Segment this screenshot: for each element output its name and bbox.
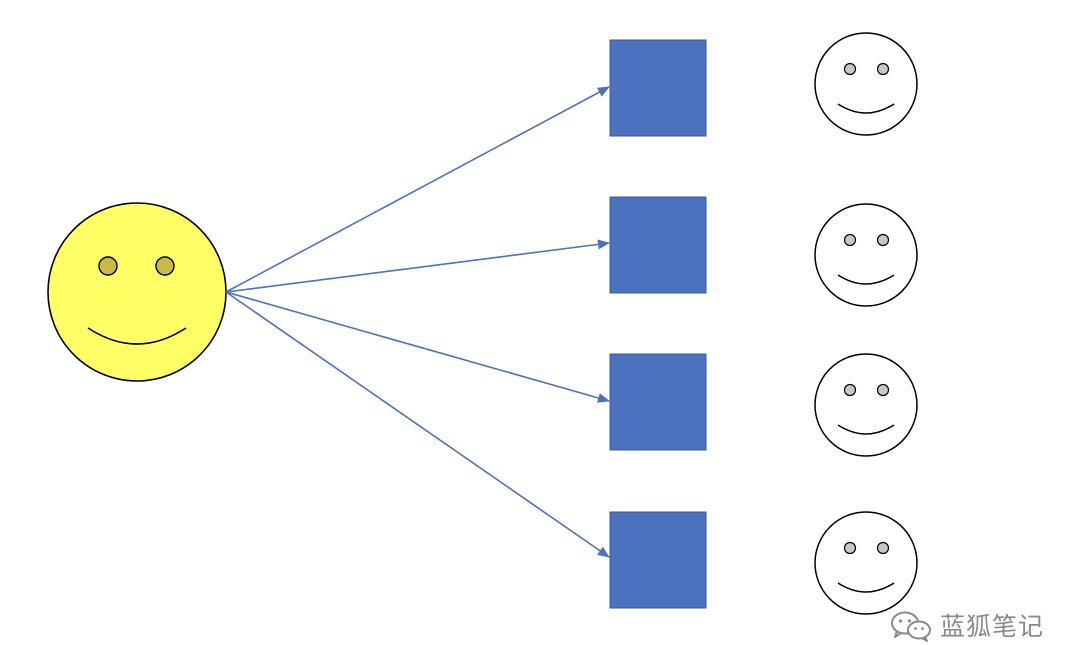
arrows-group [225,86,610,558]
outline-right-eye [876,383,890,397]
target-box-1 [609,39,707,137]
arrow-3 [225,291,610,403]
arrow-1 [225,86,610,293]
outline-left-eye [843,62,857,76]
target-box-4 [609,511,707,609]
watermark-text: 蓝狐笔记 [940,611,1045,641]
outline-smiley-face-1 [814,32,918,136]
outline-smiley-face-4 [814,511,918,615]
outline-face-circle [814,203,918,307]
outline-face-circle [814,511,918,615]
outline-left-eye [843,233,857,247]
target-box-3 [609,353,707,451]
source-right-eye [155,256,175,276]
watermark: 蓝狐笔记 [888,608,1044,644]
outline-face-circle [814,353,918,457]
outline-mouth [837,103,895,114]
arrow-4 [225,291,610,558]
outline-left-eye [843,383,857,397]
source-face-circle [47,202,227,382]
source-mouth [87,327,187,345]
outline-face-circle [814,32,918,136]
outline-mouth [837,274,895,285]
outline-mouth [837,582,895,593]
outline-smiley-face-2 [814,203,918,307]
outline-left-eye [843,541,857,555]
target-box-2 [609,196,707,294]
outline-right-eye [876,541,890,555]
arrow-2 [225,239,610,293]
outline-right-eye [876,62,890,76]
source-smiley-face [47,202,227,382]
target-boxes [609,39,707,609]
source-left-eye [98,256,118,276]
outline-right-eye [876,233,890,247]
outline-mouth [837,424,895,435]
outline-smiley-face-3 [814,353,918,457]
wechat-icon [891,611,931,642]
